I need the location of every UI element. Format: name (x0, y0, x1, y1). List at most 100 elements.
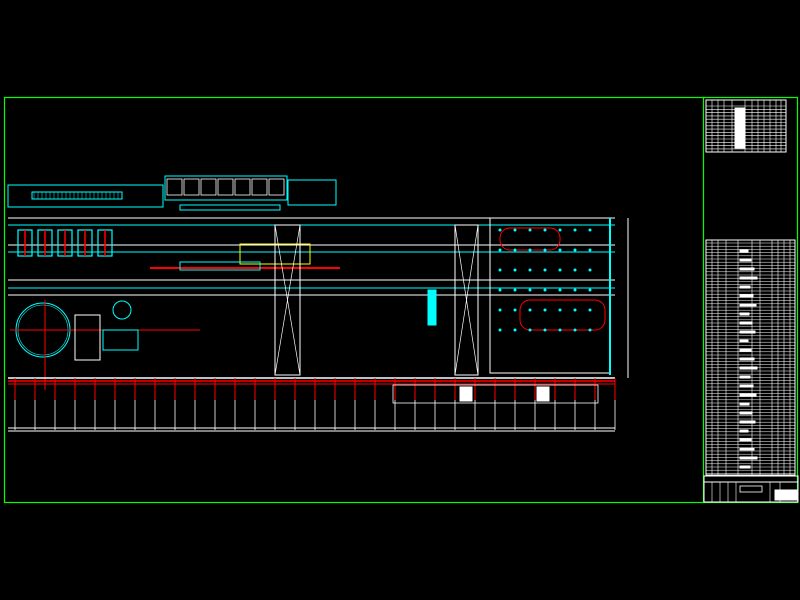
table-text-block (739, 276, 758, 280)
column-dot (498, 328, 502, 332)
room-outline (287, 179, 337, 206)
table-text-block (739, 429, 749, 433)
table-text-block (739, 330, 756, 334)
table-text-block (739, 285, 751, 289)
column-dot (513, 268, 517, 272)
table-text-block (739, 339, 749, 343)
tower (274, 224, 301, 376)
table-text-block (739, 447, 755, 451)
tower-brace (274, 224, 301, 376)
column-dot (558, 268, 562, 272)
column-dot (543, 328, 547, 332)
column-dot (498, 248, 502, 252)
column-dot (588, 228, 592, 232)
column-dot (573, 228, 577, 232)
grid-box (392, 384, 599, 404)
table-text-block (739, 438, 752, 442)
column-dot (528, 268, 532, 272)
equipment-box (74, 314, 101, 361)
outer-border (3, 96, 799, 504)
column-dot (543, 308, 547, 312)
table-text-block (739, 384, 754, 388)
hopper (427, 289, 437, 326)
equipment-box (102, 329, 139, 351)
cell (251, 178, 268, 196)
column-dot (588, 288, 592, 292)
column-dot (543, 248, 547, 252)
table-text-block (739, 258, 752, 262)
column-dot (588, 248, 592, 252)
cell (183, 178, 200, 196)
column-dot (513, 248, 517, 252)
column-dot (573, 308, 577, 312)
tower (454, 224, 479, 376)
pump (112, 300, 132, 320)
table-text-block (739, 303, 757, 307)
table-text-block (739, 366, 758, 370)
cell (217, 178, 234, 196)
cell (234, 178, 251, 196)
column-dot (513, 328, 517, 332)
column-dot (498, 308, 502, 312)
column-dot (528, 228, 532, 232)
tower-brace (454, 224, 479, 376)
loop-track (519, 299, 606, 331)
column-dot (498, 228, 502, 232)
cell (268, 178, 285, 196)
main-plan (7, 175, 629, 390)
title-name-box (739, 485, 763, 493)
table-filled-block (734, 107, 746, 149)
column-dot (498, 288, 502, 292)
table-text-block (739, 348, 752, 352)
column-dot (573, 328, 577, 332)
table-text-block (739, 249, 749, 253)
axis-grid (8, 377, 616, 432)
table-text-block (739, 312, 750, 316)
column-dot (528, 288, 532, 292)
grid-filled (536, 386, 550, 402)
building-outline (7, 184, 164, 208)
table-text-block (739, 294, 754, 298)
table-text-block (739, 375, 751, 379)
column-dot (543, 228, 547, 232)
table-text-block (739, 465, 751, 469)
table-text-block (739, 267, 755, 271)
column-dot (513, 288, 517, 292)
column-dot (588, 268, 592, 272)
equipment (179, 261, 261, 271)
column-dot (543, 288, 547, 292)
table-text-block (739, 411, 753, 415)
table-text-block (739, 393, 757, 397)
table-text-block (739, 456, 758, 460)
table-text-block (739, 357, 755, 361)
column-dot (588, 308, 592, 312)
column-dot (528, 308, 532, 312)
drawing-frame (3, 96, 799, 504)
grid-filled (459, 386, 473, 402)
title-logo-block (774, 489, 798, 501)
conveyor-strip (31, 191, 123, 200)
column-dot (558, 288, 562, 292)
column-dot (558, 248, 562, 252)
cell (200, 178, 217, 196)
cell (166, 178, 183, 196)
column-dot (558, 228, 562, 232)
table-text-block (739, 402, 750, 406)
column-dot (543, 268, 547, 272)
column-dot (558, 328, 562, 332)
column-dot (573, 288, 577, 292)
column-dot (573, 248, 577, 252)
cell-block (164, 175, 288, 201)
table-text-block (739, 321, 753, 325)
parts-table-right (705, 239, 796, 476)
conveyor-strip (179, 204, 281, 211)
table-text-block (739, 420, 756, 424)
column-dot (528, 328, 532, 332)
column-dot (513, 228, 517, 232)
column-dot (498, 268, 502, 272)
title-block-tables (703, 99, 799, 503)
column-dot (558, 308, 562, 312)
column-dot (573, 268, 577, 272)
column-dot (588, 328, 592, 332)
